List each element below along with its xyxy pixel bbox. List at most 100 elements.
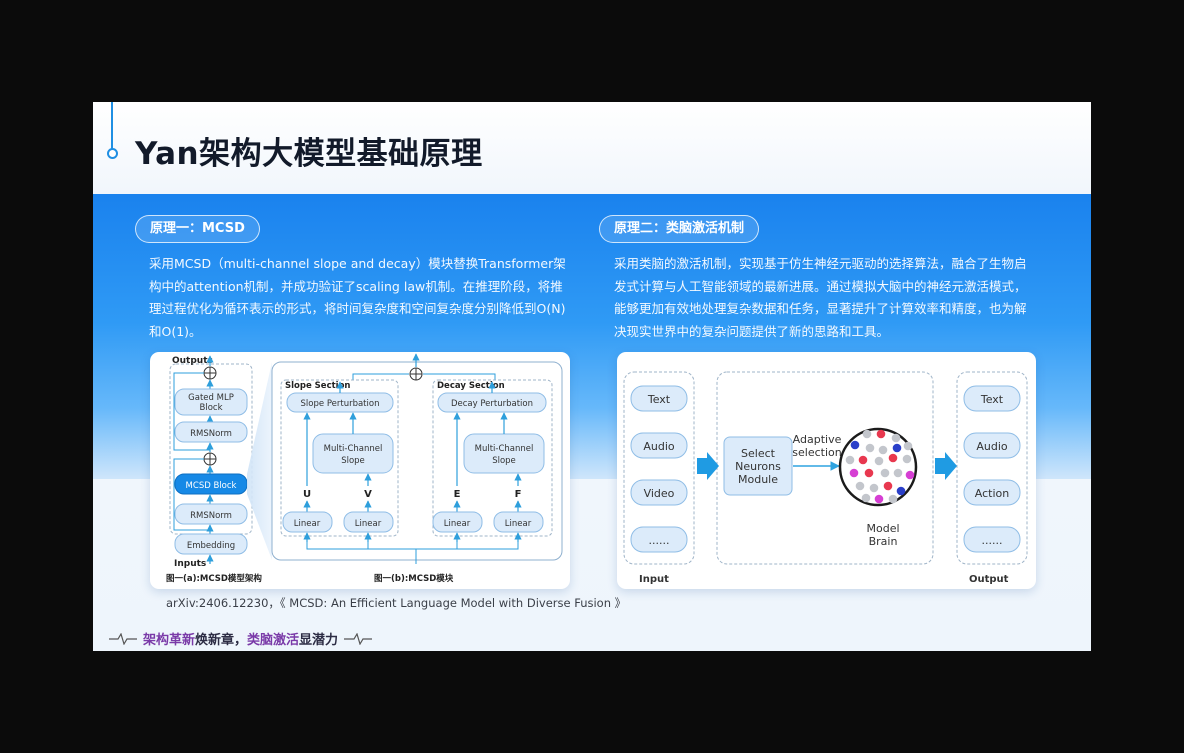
model-brain-circle (838, 427, 918, 507)
tag-principle-one: 原理一：MCSD (135, 215, 260, 243)
outputs-label: Outputs (172, 356, 213, 366)
model-label-2: Brain (869, 535, 898, 548)
title-bar: Yan架构大模型基础原理 (93, 102, 1091, 194)
rmsnorm-top-label: RMSNorm (190, 429, 232, 439)
neuron-dot-8 (845, 455, 855, 465)
neuron-dot-0 (862, 429, 872, 439)
gated-mlp-label: Gated MLP (188, 393, 234, 403)
neuron-dot-4 (865, 443, 875, 453)
input-node-1 (630, 432, 688, 459)
output-node-1-label: Audio (976, 440, 1008, 453)
select-label-1: Select (741, 447, 776, 460)
input-bus (306, 542, 519, 550)
output-node-3-label: ...... (982, 534, 1003, 547)
slope-section-frame (280, 379, 399, 537)
decay-section-label: Decay Section (437, 381, 505, 391)
embedding-label: Embedding (187, 541, 235, 551)
neuron-dot-16 (893, 468, 903, 478)
neuron-dot-7 (903, 441, 913, 451)
slope-section-label: Slope Section (285, 381, 350, 391)
skip-connection-bottom (173, 458, 210, 531)
slope-perturbation-label: Slope Perturbation (301, 399, 380, 409)
embedding-block (174, 533, 248, 555)
pulse-left-icon (109, 632, 137, 645)
output-node-0 (963, 385, 1021, 412)
input-node-2-label: Video (644, 487, 675, 500)
linear-v-label: Linear (355, 519, 382, 529)
tag-principle-two: 原理二：类脑激活机制 (599, 215, 760, 243)
zoom-wedge (247, 362, 272, 560)
u-label: U (303, 489, 311, 500)
mcsd-diagram: Outputs Gated MLP Block RMSNorm MCSD Blo… (166, 353, 563, 584)
rmsnorm-bottom-label: RMSNorm (190, 511, 232, 521)
neuron-dot-6 (892, 443, 902, 453)
neuron-dot-20 (883, 481, 893, 491)
linear-v (343, 511, 394, 533)
input-nodes: TextAudioVideo...... (630, 385, 688, 553)
output-nodes: TextAudioAction...... (963, 385, 1021, 553)
input-arrow-icon (697, 452, 719, 480)
linear-f (493, 511, 544, 533)
slide: Yan架构大模型基础原理 原理一：MCSD 原理二：类脑激活机制 采用MCSD（… (93, 102, 1091, 651)
output-node-2 (963, 479, 1021, 506)
neuron-dot-23 (874, 494, 884, 504)
neuron-dot-17 (905, 470, 915, 480)
linear-e-label: Linear (444, 519, 471, 529)
input-node-3 (630, 526, 688, 553)
neuron-dot-22 (861, 493, 871, 503)
select-neurons-module (723, 436, 793, 496)
output-node-1 (963, 432, 1021, 459)
neuron-dot-11 (888, 453, 898, 463)
neuron-dot-18 (855, 481, 865, 491)
linear-u (282, 511, 333, 533)
rmsnorm-bottom-block (174, 503, 248, 525)
footer-part-3: 类脑激活 (247, 633, 300, 648)
linear-f-label: Linear (505, 519, 532, 529)
input-node-2 (630, 479, 688, 506)
neuron-dot-5 (878, 445, 888, 455)
neuron-dot-2 (891, 433, 901, 443)
neuron-dot-15 (880, 468, 890, 478)
neuron-dot-19 (869, 483, 879, 493)
skip-connection-top (173, 372, 210, 451)
rmsnorm-top-block (174, 421, 248, 443)
select-label-2: Neurons (735, 460, 781, 473)
f-label: F (515, 489, 522, 500)
select-label-3: Module (738, 473, 778, 486)
input-group-frame (623, 371, 695, 565)
neuron-dot-10 (874, 456, 884, 466)
gated-mlp-label-2: Block (200, 403, 223, 413)
linear-e (432, 511, 483, 533)
neuron-dot-13 (849, 468, 859, 478)
adaptive-label-1: Adaptive (793, 433, 842, 446)
decay-perturbation-label: Decay Perturbation (451, 399, 533, 409)
page-title: Yan架构大模型基础原理 (135, 136, 483, 172)
neuron-dots (845, 429, 915, 504)
output-node-0-label: Text (980, 393, 1004, 406)
pulse-right-icon (344, 632, 373, 645)
caption-b: 图一(b):MCSD模块 (374, 573, 454, 584)
footer-part-2: 焕新章， (195, 633, 248, 648)
input-node-1-label: Audio (643, 440, 675, 453)
input-node-3-label: ...... (649, 534, 670, 547)
multi-channel-left-label-2: Slope (341, 456, 365, 466)
output-node-3 (963, 526, 1021, 553)
neuron-dot-9 (858, 455, 868, 465)
model-label-1: Model (866, 522, 899, 535)
output-node-2-label: Action (975, 487, 1009, 500)
linear-u-label: Linear (294, 519, 321, 529)
gated-mlp-block (174, 388, 248, 416)
title-accent-dot (107, 148, 118, 159)
title-accent-line (111, 102, 113, 150)
neuron-dot-12 (902, 454, 912, 464)
input-node-0-label: Text (647, 393, 671, 406)
adaptive-label-2: selection (792, 446, 841, 459)
caption-a: 图一(a):MCSD模型架构 (166, 573, 262, 584)
output-label: Output (969, 574, 1009, 585)
citation: arXiv:2406.12230，《 MCSD: An Efficient La… (166, 596, 627, 610)
inputs-label: Inputs (174, 559, 206, 569)
neuron-dot-21 (896, 486, 906, 496)
footer-slogan: 架构革新 焕新章， 类脑激活 显潜力 (103, 629, 378, 648)
